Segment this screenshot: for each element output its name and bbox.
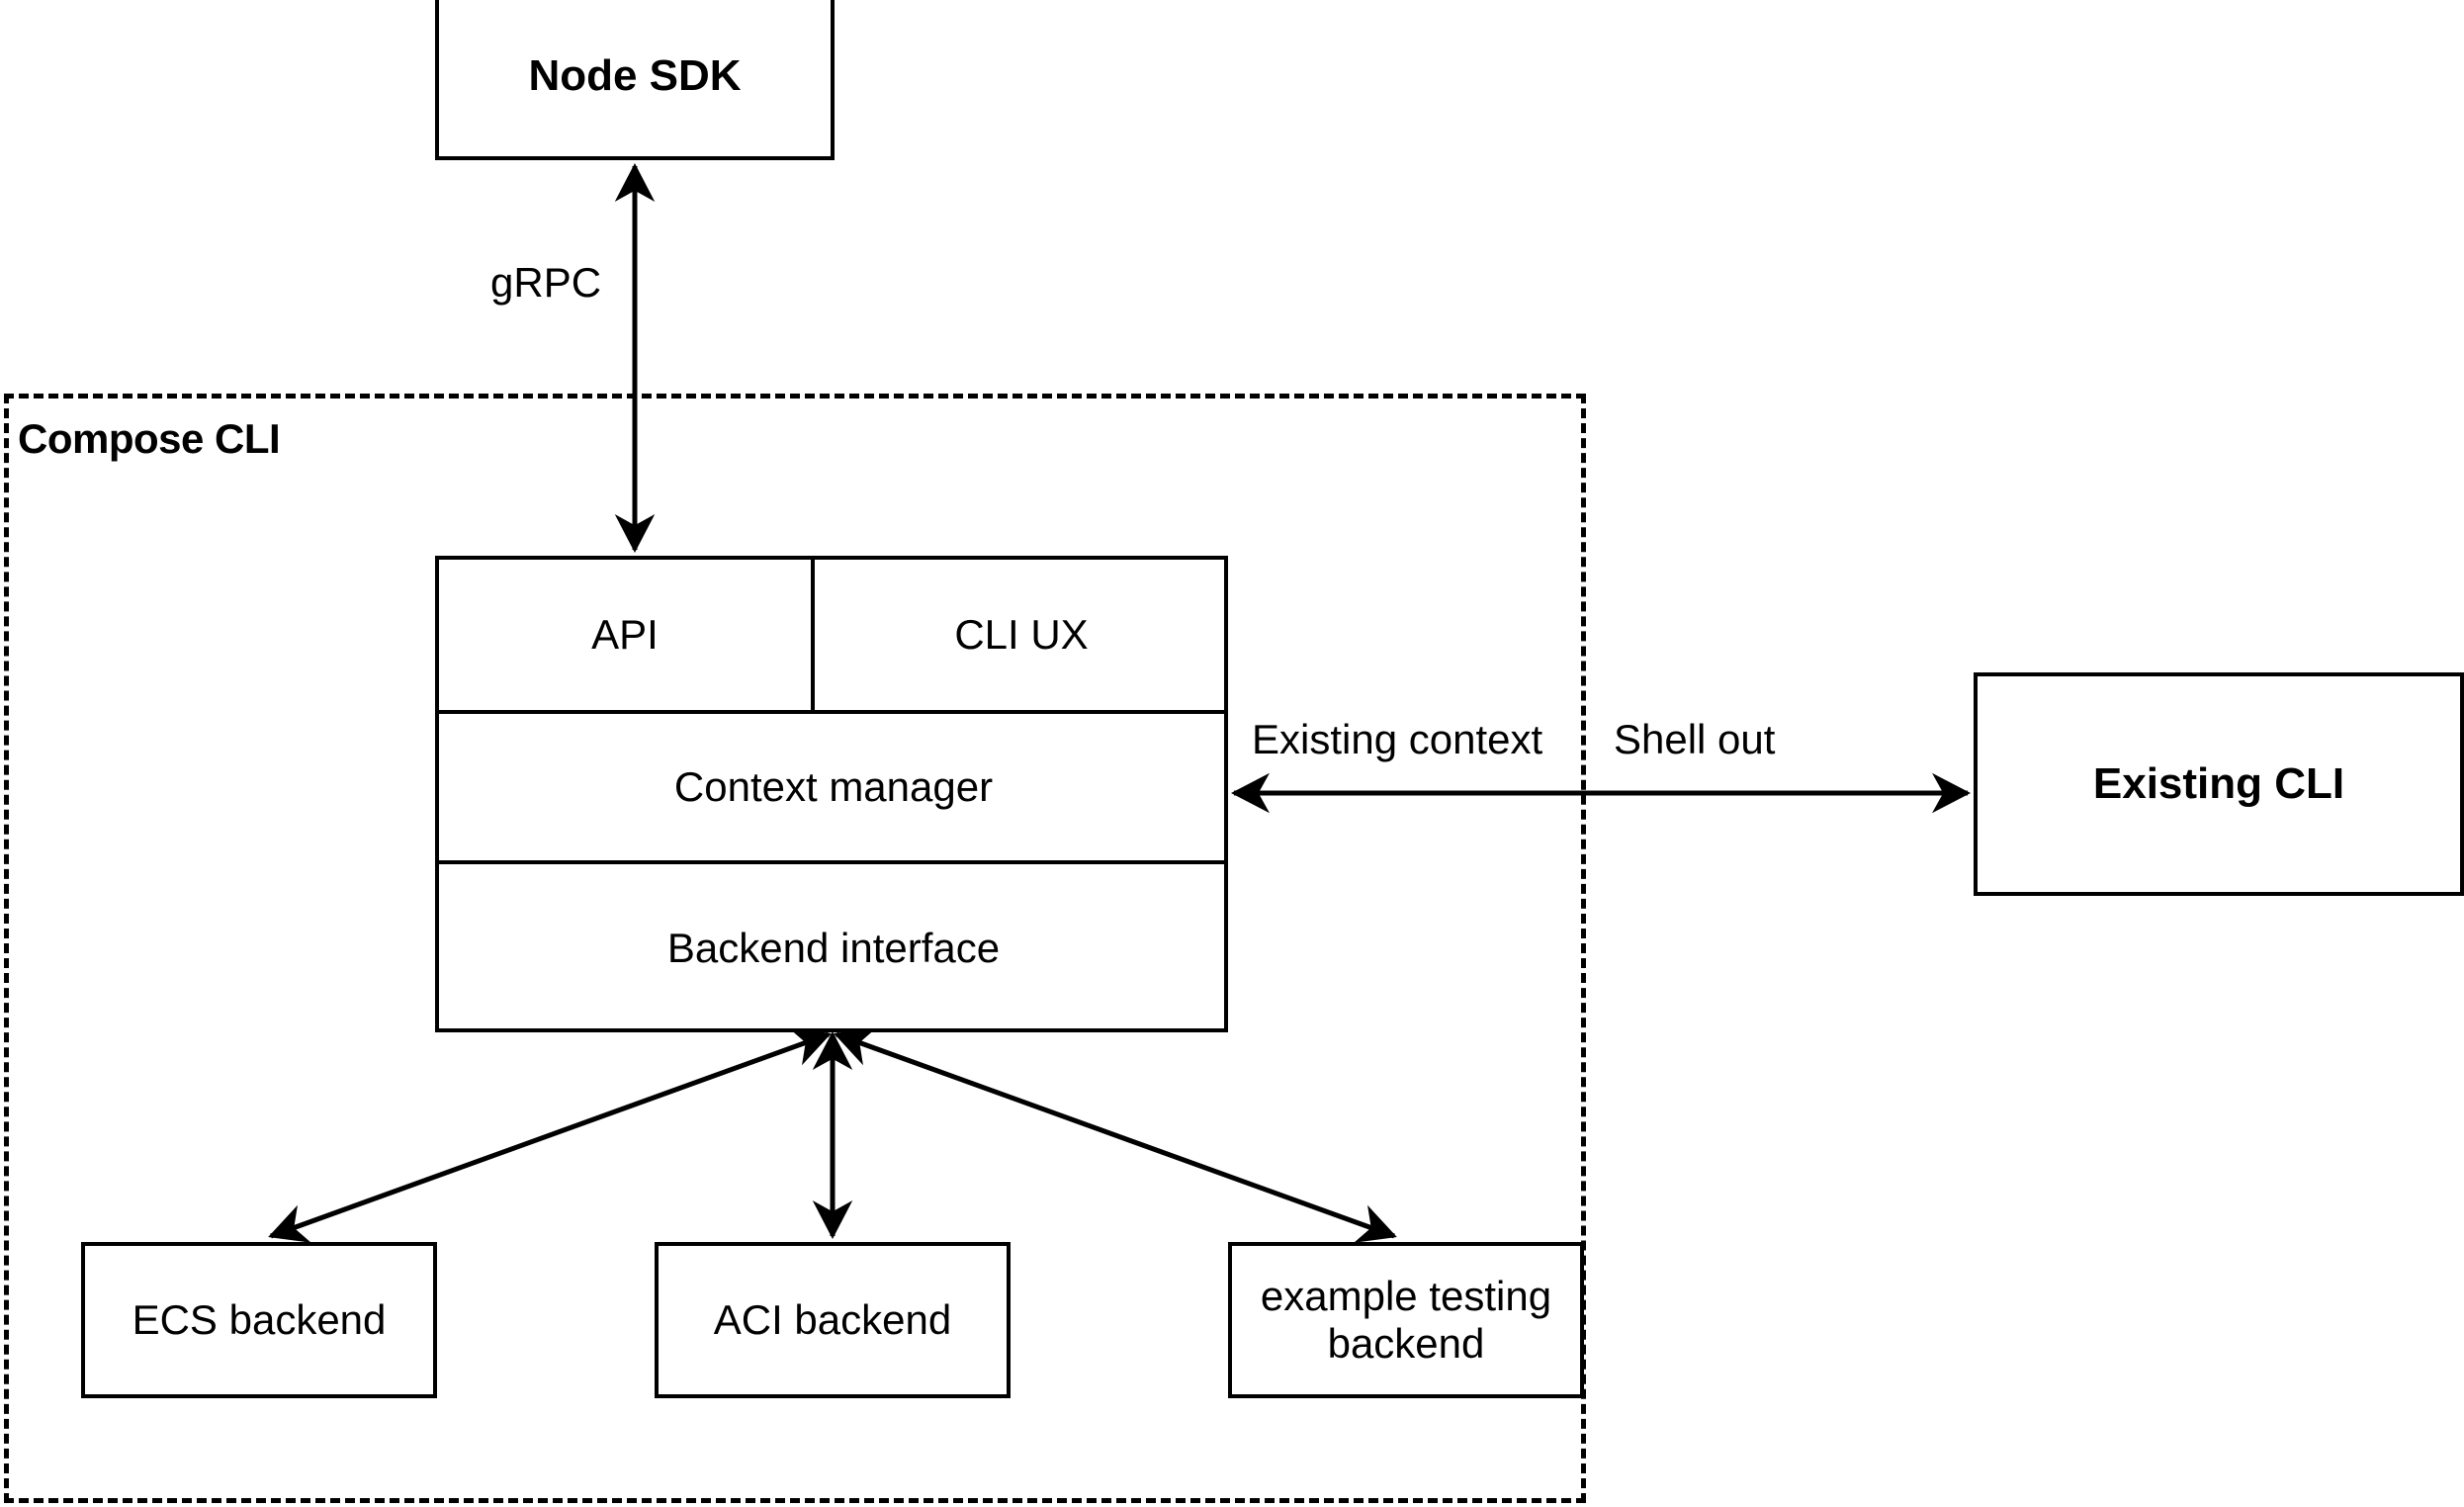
existing-context-edge-label: Existing context	[1252, 716, 1543, 762]
api-label: API	[591, 611, 659, 658]
backend-interface-label: Backend interface	[666, 925, 1001, 971]
ecs-backend-label: ECS backend	[132, 1295, 387, 1343]
aci-backend-box[interactable]: ACI backend	[655, 1242, 1011, 1398]
context-manager-label: Context manager	[673, 763, 994, 810]
context-manager-cell[interactable]: Context manager	[439, 714, 1228, 864]
existing-cli-label: Existing CLI	[2092, 758, 2345, 808]
cli-ux-cell[interactable]: CLI UX	[815, 560, 1228, 714]
api-cell[interactable]: API	[439, 560, 815, 714]
backend-interface-cell[interactable]: Backend interface	[439, 864, 1228, 1032]
compose-cli-stack: API CLI UX Context manager Backend inter…	[435, 556, 1228, 1032]
cli-ux-label: CLI UX	[954, 611, 1089, 658]
ecs-backend-box[interactable]: ECS backend	[81, 1242, 437, 1398]
shell-out-edge-label: Shell out	[1614, 716, 1776, 762]
aci-backend-label: ACI backend	[713, 1295, 952, 1343]
node-sdk-label: Node SDK	[528, 50, 742, 100]
grpc-edge-label: gRPC	[490, 259, 602, 306]
example-testing-backend-box[interactable]: example testing backend	[1228, 1242, 1584, 1398]
compose-cli-group	[4, 394, 1586, 1503]
example-testing-backend-label: example testing backend	[1260, 1272, 1552, 1367]
compose-cli-title: Compose CLI	[18, 415, 281, 462]
node-sdk-box[interactable]: Node SDK	[435, 0, 835, 160]
existing-cli-box[interactable]: Existing CLI	[1974, 672, 2464, 896]
